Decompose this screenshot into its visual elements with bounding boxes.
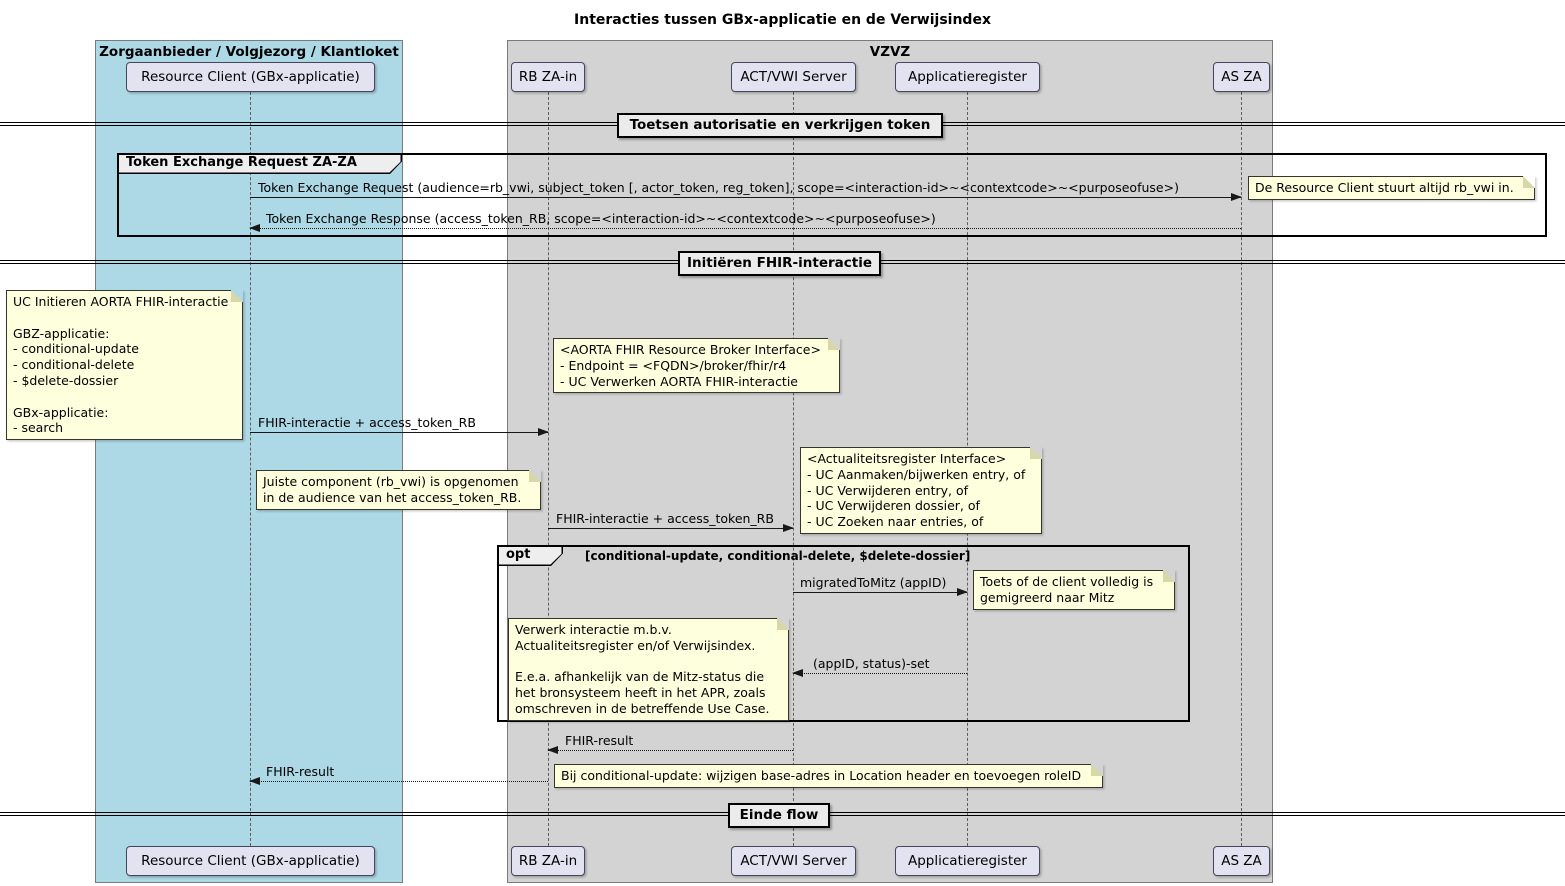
message-label-fhir-result-1: FHIR-result [565,733,634,748]
divider-label-toetsen-autorisatie: Toetsen autorisatie en verkrijgen token [617,113,943,138]
swimlane-zorgaanbieder-label: Zorgaanbieder / Volgjezorg / Klantloket [99,44,399,60]
group-frame-title: Token Exchange Request ZA-ZA [126,155,357,170]
message-label-appid-status-set: (appID, status)-set [813,656,930,671]
arrowhead-left-icon [249,223,260,232]
note-actualiteitsregister-interface: <Actualiteitsregister Interface> - UC Aa… [800,447,1042,534]
lifeline-as-za [1241,92,1242,846]
message-arrow-fhir-result-2 [249,776,548,785]
note-verwerk-interactie: Verwerk interactie m.b.v. Actualiteitsre… [508,618,789,721]
participant-applicatieregister-top: Applicatieregister [895,62,1040,92]
message-arrow-token-exchange-request [250,192,1242,201]
lifeline-resource-client [250,92,251,846]
message-label-token-exchange-response: Token Exchange Response (access_token_RB… [266,211,936,226]
group-frame-tab: Token Exchange Request ZA-ZA [117,153,402,174]
divider-label-einde-flow: Einde flow [728,803,830,828]
message-label-fhir-interactie-1: FHIR-interactie + access_token_RB [258,415,476,430]
message-arrow-fhir-result-1 [547,745,793,754]
arrowhead-left-icon [792,668,803,677]
participant-rb-za-in-bottom: RB ZA-in [511,846,585,876]
arrowhead-left-icon [249,776,260,785]
note-resource-client-rb-vwi: De Resource Client stuurt altijd rb_vwi … [1248,176,1535,200]
note-uc-initieren: UC Initieren AORTA FHIR-interactie GBZ-a… [6,290,243,441]
arrowhead-right-icon [1231,192,1242,201]
participant-act-vwi-server-top: ACT/VWI Server [731,62,856,92]
participant-rb-za-in-top: RB ZA-in [511,62,585,92]
swimlane-zorgaanbieder: Zorgaanbieder / Volgjezorg / Klantloket [95,40,403,883]
opt-frame: opt [497,545,1190,722]
note-broker-interface: <AORTA FHIR Resource Broker Interface> -… [553,338,840,394]
participant-resource-client-bottom: Resource Client (GBx-applicatie) [126,846,375,876]
message-arrow-fhir-interactie-2 [548,523,794,532]
group-frame-tab-shape [117,153,402,174]
participant-act-vwi-server-bottom: ACT/VWI Server [731,846,856,876]
note-juiste-component: Juiste component (rb_vwi) is opgenomen i… [256,470,541,510]
participant-as-za-bottom: AS ZA [1213,846,1270,876]
message-arrow-token-exchange-response [249,223,1241,232]
lifeline-rb-za-in [548,92,549,846]
participant-as-za-top: AS ZA [1213,62,1270,92]
participant-applicatieregister-bottom: Applicatieregister [895,846,1040,876]
message-arrow-migratedtomitz [793,587,968,596]
message-arrow-appid-status-set [792,668,967,677]
opt-condition: [conditional-update, conditional-delete,… [585,549,971,563]
divider-label-initieren-fhir: Initiëren FHIR-interactie [678,251,881,276]
message-arrow-fhir-interactie-1 [250,427,549,436]
arrowhead-right-icon [957,587,968,596]
swimlane-vzvz-label: VZVZ [869,44,911,60]
note-conditional-update-location: Bij conditional-update: wijzigen base-ad… [554,764,1103,788]
opt-frame-tab-shape [497,545,563,566]
arrowhead-right-icon [783,523,794,532]
note-toets-mitz: Toets of de client volledig is gemigreer… [973,570,1175,610]
opt-keyword: opt [506,547,531,562]
group-frame-token-exchange: Token Exchange Request ZA-ZA [117,153,1547,237]
diagram-title: Interacties tussen GBx-applicatie en de … [574,12,991,28]
lifeline-act-vwi-server [793,92,794,846]
message-label-migratedtomitz: migratedToMitz (appID) [800,575,947,590]
message-label-fhir-result-2: FHIR-result [266,764,335,779]
arrowhead-right-icon [538,427,549,436]
participant-resource-client-top: Resource Client (GBx-applicatie) [126,62,375,92]
message-label-token-exchange-request: Token Exchange Request (audience=rb_vwi,… [258,180,1179,195]
arrowhead-left-icon [547,745,558,754]
opt-frame-tab: opt [497,545,563,566]
message-label-fhir-interactie-2: FHIR-interactie + access_token_RB [556,511,774,526]
